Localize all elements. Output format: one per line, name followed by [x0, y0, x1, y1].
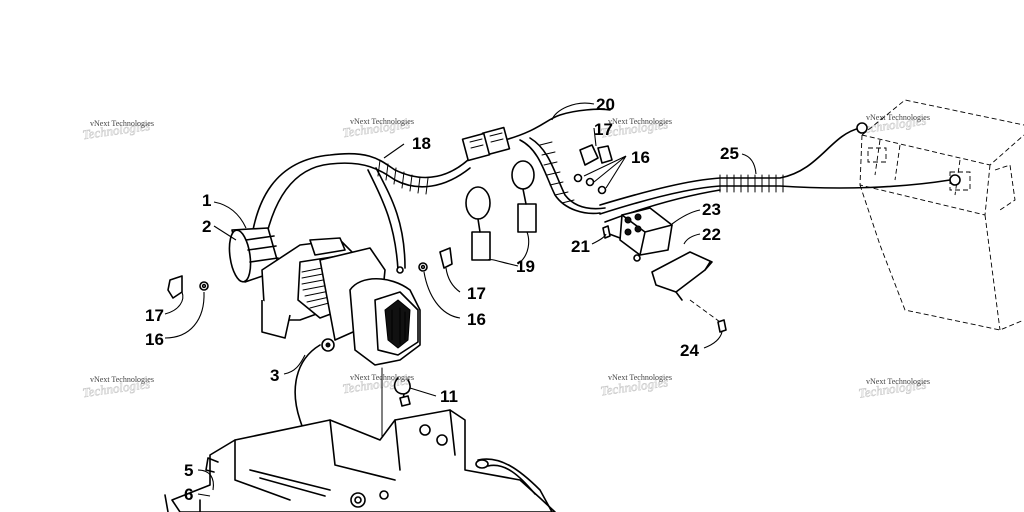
- callout-6: 6: [184, 485, 193, 504]
- callout-24: 24: [680, 341, 699, 360]
- watermark-5: Technologies vNext Technologies: [81, 375, 154, 401]
- battery-cable-harness: [599, 122, 961, 223]
- terminal-boot-top: [573, 144, 613, 195]
- relay-cover: [651, 251, 713, 301]
- watermark-text: vNext Technologies: [350, 117, 414, 126]
- callout-17-right: 17: [467, 284, 486, 303]
- winch-mounting-bracket: [164, 409, 556, 512]
- toggle-switch-left: [465, 186, 491, 261]
- toggle-switch-right: [511, 160, 537, 233]
- callout-18: 18: [412, 134, 431, 153]
- winch-wire-harness: [249, 152, 471, 274]
- callout-16-top: 16: [631, 148, 650, 167]
- cable-hook: [393, 377, 411, 407]
- winch-gear-housing: [349, 278, 421, 366]
- leader-lines: [164, 102, 757, 497]
- watermark-text: vNext Technologies: [866, 377, 930, 386]
- callout-21: 21: [571, 237, 590, 256]
- watermark-7: Technologies vNext Technologies: [599, 373, 672, 399]
- watermark-text: vNext Technologies: [90, 119, 154, 128]
- callout-5: 5: [184, 461, 193, 480]
- callout-17-left: 17: [145, 306, 164, 325]
- watermark-8: Technologies vNext Technologies: [857, 376, 930, 401]
- callout-19: 19: [516, 257, 535, 276]
- battery-illustration: [859, 99, 1024, 331]
- callout-17-top: 17: [594, 120, 613, 139]
- callout-1: 1: [202, 191, 211, 210]
- watermark-text: vNext Technologies: [608, 117, 672, 126]
- watermark-1: Technologies vNext Technologies: [81, 118, 154, 143]
- watermark-text: vNext Technologies: [90, 375, 154, 384]
- watermark-text: vNext Technologies: [608, 373, 672, 382]
- callout-2: 2: [202, 217, 211, 236]
- callout-16-right: 16: [467, 310, 486, 329]
- callout-23: 23: [702, 200, 721, 219]
- callout-20: 20: [596, 95, 615, 114]
- watermark-4: Technologies vNext Technologies: [857, 112, 930, 137]
- relay-fastener: [689, 299, 727, 333]
- callout-22: 22: [702, 225, 721, 244]
- watermark-text: vNext Technologies: [866, 113, 930, 122]
- watermark-6: Technologies vNext Technologies: [341, 372, 414, 397]
- callout-3: 3: [270, 366, 279, 385]
- terminal-boot-left: [167, 275, 209, 299]
- callout-25: 25: [720, 144, 739, 163]
- watermark-2: Technologies vNext Technologies: [341, 116, 414, 141]
- winch-drum: [261, 237, 386, 352]
- callout-11: 11: [440, 387, 458, 406]
- control-wire-harness: [461, 108, 611, 215]
- terminal-boot-right: [418, 247, 453, 272]
- solenoid-relay: [602, 207, 673, 262]
- callout-16-left: 16: [145, 330, 164, 349]
